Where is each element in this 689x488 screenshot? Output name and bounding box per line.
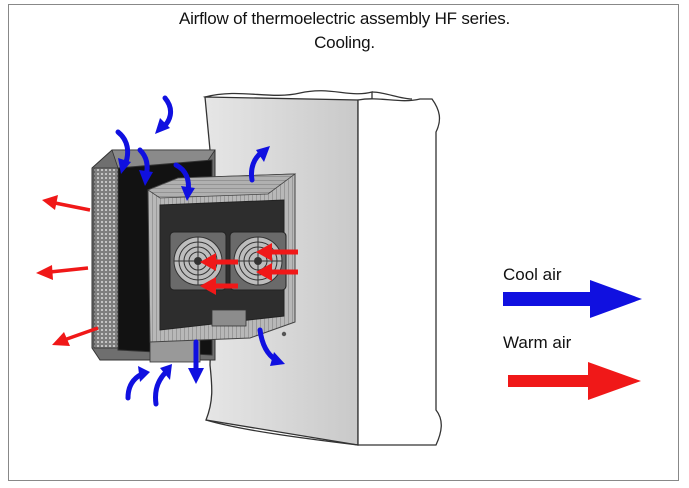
warm-air-label: Warm air [503, 333, 572, 352]
diagram-title: Airflow of thermoelectric assembly HF se… [178, 9, 511, 28]
fan-2-icon [229, 231, 287, 291]
cool-air-arrows [115, 95, 285, 407]
terminal-block [211, 309, 247, 327]
diagram-subtitle: Cooling. [314, 33, 375, 52]
cool-air-label: Cool air [503, 265, 562, 284]
cool-air-legend-arrow [503, 280, 642, 318]
warm-air-legend-arrow [508, 362, 641, 400]
warm-air-arrows [36, 195, 298, 346]
